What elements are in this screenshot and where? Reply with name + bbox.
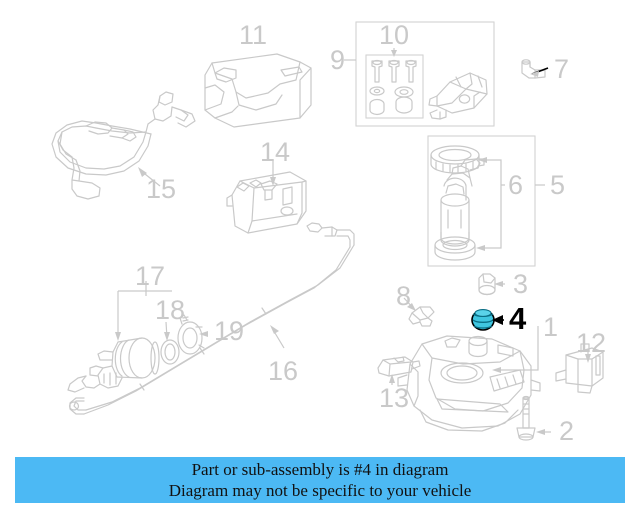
callout-label-4-highlighted[interactable]: 4 — [509, 301, 527, 336]
callout-label-2[interactable]: 2 — [559, 416, 575, 446]
callout-label-16[interactable]: 16 — [268, 356, 299, 386]
callout-label-17[interactable]: 17 — [135, 261, 166, 291]
callout-label-12[interactable]: 12 — [576, 328, 607, 358]
part-19-lock-ring — [177, 314, 208, 355]
part-16-fuel-lines — [68, 222, 355, 415]
part-1-fuel-tank — [397, 326, 541, 432]
callout-label-5[interactable]: 5 — [550, 170, 566, 200]
callout-label-9[interactable]: 9 — [330, 45, 346, 75]
callout-label-19[interactable]: 19 — [214, 316, 245, 346]
callout-label-14[interactable]: 14 — [260, 137, 291, 167]
callout-label-1[interactable]: 1 — [543, 312, 559, 342]
part-15-wiring-harness — [51, 91, 196, 200]
callout-label-3[interactable]: 3 — [513, 269, 529, 299]
callout-label-13[interactable]: 13 — [379, 383, 410, 413]
part-12-module — [555, 343, 604, 394]
part-17-fuel-pump-module — [67, 281, 172, 393]
part-7-elbow-connector — [521, 59, 549, 79]
callout-label-8[interactable]: 8 — [396, 281, 412, 311]
part-8-bracket — [403, 297, 435, 327]
part-6-fuel-pump-assembly — [430, 145, 505, 261]
part-11-cover — [204, 53, 312, 128]
part-10-bolts-washers — [369, 59, 417, 116]
callout-label-6[interactable]: 6 — [508, 170, 524, 200]
part-4-highlighted-grommet — [471, 309, 504, 331]
banner-line-primary: Part or sub-assembly is #4 in diagram — [191, 460, 449, 479]
part-9-module — [428, 72, 488, 120]
group-9-box — [355, 21, 495, 127]
banner-line-secondary: Diagram may not be specific to your vehi… — [168, 481, 472, 500]
callout-label-18[interactable]: 18 — [155, 295, 186, 325]
part-18-seal — [160, 321, 180, 365]
part-2-bolt — [516, 395, 551, 441]
part-14-control-module — [226, 160, 307, 234]
part-3-cap — [478, 273, 505, 296]
callout-label-11[interactable]: 11 — [239, 20, 268, 50]
callout-label-15[interactable]: 15 — [146, 174, 177, 204]
notice-banner: Part or sub-assembly is #4 in diagram Di… — [15, 457, 625, 503]
callout-label-10[interactable]: 10 — [379, 20, 410, 50]
group-5-box — [427, 135, 536, 267]
part-13-sensor — [377, 356, 421, 385]
callout-label-7[interactable]: 7 — [554, 54, 570, 84]
